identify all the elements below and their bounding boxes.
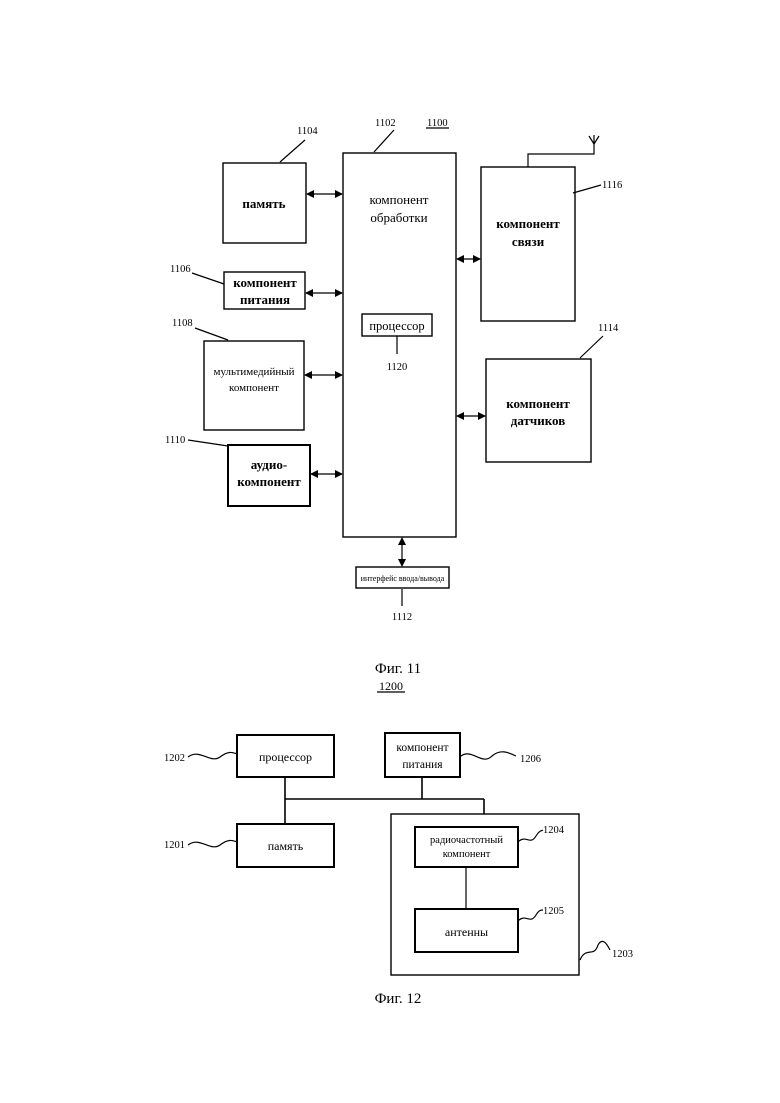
fig12-wireless-module-leader (580, 941, 610, 960)
fig12-power-leader (461, 752, 516, 759)
memory-ref: 1104 (297, 126, 318, 137)
power-component-leader (192, 273, 224, 284)
figure-12: 1200 процессор 1202 компонент питания 12… (164, 679, 633, 1007)
processor-ref: 1120 (387, 362, 408, 373)
communication-component-label-2: связи (512, 234, 545, 249)
fig12-wireless-module-ref: 1203 (612, 949, 633, 960)
io-interface-label: интерфейс ввода/вывода (361, 574, 445, 583)
multimedia-component-label-2: компонент (229, 382, 279, 394)
processing-component-label-2: обработки (370, 210, 427, 225)
communication-component-ref: 1116 (602, 180, 622, 191)
power-component-label-1: компонент (233, 275, 297, 290)
audio-component-ref: 1110 (165, 435, 185, 446)
io-interface-ref: 1112 (392, 612, 412, 623)
fig12-main-ref: 1200 (379, 679, 403, 693)
fig12-rf-component-label-1: радиочастотный (430, 835, 503, 846)
fig12-memory-leader (188, 840, 237, 846)
fig12-antenna-ref: 1205 (543, 906, 564, 917)
power-component-ref: 1106 (170, 264, 191, 275)
power-component-label-2: питания (240, 292, 290, 307)
fig12-power-label-1: компонент (396, 742, 448, 754)
memory-leader (280, 140, 305, 162)
sensor-component-leader (580, 336, 603, 358)
sensor-component-ref: 1114 (598, 323, 619, 334)
fig12-rf-component-label-2: компонент (443, 849, 491, 860)
audio-component-label-2: компонент (237, 474, 301, 489)
figure-11: 1100 компонент обработки 1102 процессор … (165, 118, 622, 677)
multimedia-component-leader (195, 328, 228, 340)
multimedia-component-label-1: мультимедийный (214, 366, 295, 378)
fig12-memory-ref: 1201 (164, 840, 185, 851)
multimedia-component-ref: 1108 (172, 318, 193, 329)
fig12-processor-ref: 1202 (164, 753, 185, 764)
audio-component-leader (188, 440, 228, 446)
audio-component-label-1: аудио- (251, 457, 287, 472)
memory-label: память (242, 196, 285, 211)
antenna-icon (589, 135, 599, 144)
fig12-caption: Фиг. 12 (375, 991, 422, 1007)
fig12-processor-leader (188, 752, 237, 758)
antenna-feed-line (528, 144, 594, 167)
sensor-component-label-2: датчиков (511, 413, 565, 428)
processor-label: процессор (369, 319, 424, 333)
fig12-memory-label: память (268, 839, 304, 853)
processing-component-label-1: компонент (370, 192, 429, 207)
processing-component-leader (374, 130, 394, 152)
fig11-caption: Фиг. 11 (375, 661, 421, 677)
fig12-rf-component-box (415, 827, 518, 867)
fig12-processor-label: процессор (259, 750, 312, 764)
fig12-power-label-2: питания (402, 759, 443, 771)
sensor-component-label-1: компонент (506, 396, 570, 411)
fig12-power-ref: 1206 (520, 754, 541, 765)
fig11-main-ref: 1100 (427, 118, 448, 129)
communication-component-label-1: компонент (496, 216, 560, 231)
communication-component-leader (573, 185, 601, 193)
fig12-rf-component-ref: 1204 (543, 825, 565, 836)
fig12-antenna-label: антенны (445, 925, 488, 939)
processing-component-ref: 1102 (375, 118, 396, 129)
